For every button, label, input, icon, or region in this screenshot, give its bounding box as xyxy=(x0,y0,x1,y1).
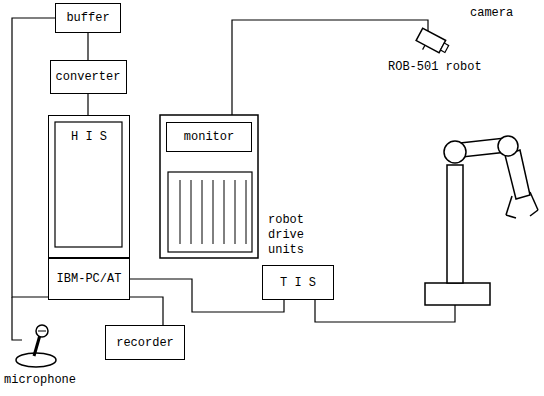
box-text: H I S xyxy=(71,130,107,144)
box-text: IBM-PC/AT xyxy=(57,272,122,286)
box-text: T I S xyxy=(280,276,316,290)
monitor-panel xyxy=(168,172,252,252)
pc-box: IBM-PC/AT xyxy=(48,258,130,300)
buffer-box: buffer xyxy=(55,3,121,33)
microphone-label: microphone xyxy=(4,373,94,388)
wire xyxy=(130,279,284,312)
wire xyxy=(87,94,88,115)
recorder-box: recorder xyxy=(105,325,185,360)
camera-symbol xyxy=(414,28,450,59)
converter-box: converter xyxy=(50,60,127,94)
box-text: monitor xyxy=(184,130,234,144)
robot-arm xyxy=(425,136,538,305)
monitor-housing xyxy=(160,115,258,258)
robot-name: ROB-501 robot xyxy=(388,60,498,75)
microphone-wire xyxy=(12,297,22,340)
tis-box: T I S xyxy=(262,265,334,300)
camera-label: camera xyxy=(470,6,540,21)
microphone-symbol xyxy=(16,325,56,367)
box-text: recorder xyxy=(116,336,174,350)
drive-units-label: robot drive units xyxy=(268,213,324,258)
monitor-box: monitor xyxy=(166,122,252,152)
wire xyxy=(87,33,88,60)
box-text: buffer xyxy=(66,11,109,25)
box-text: converter xyxy=(56,70,121,84)
panel-slots xyxy=(180,180,246,244)
his-screen: H I S xyxy=(48,115,130,258)
